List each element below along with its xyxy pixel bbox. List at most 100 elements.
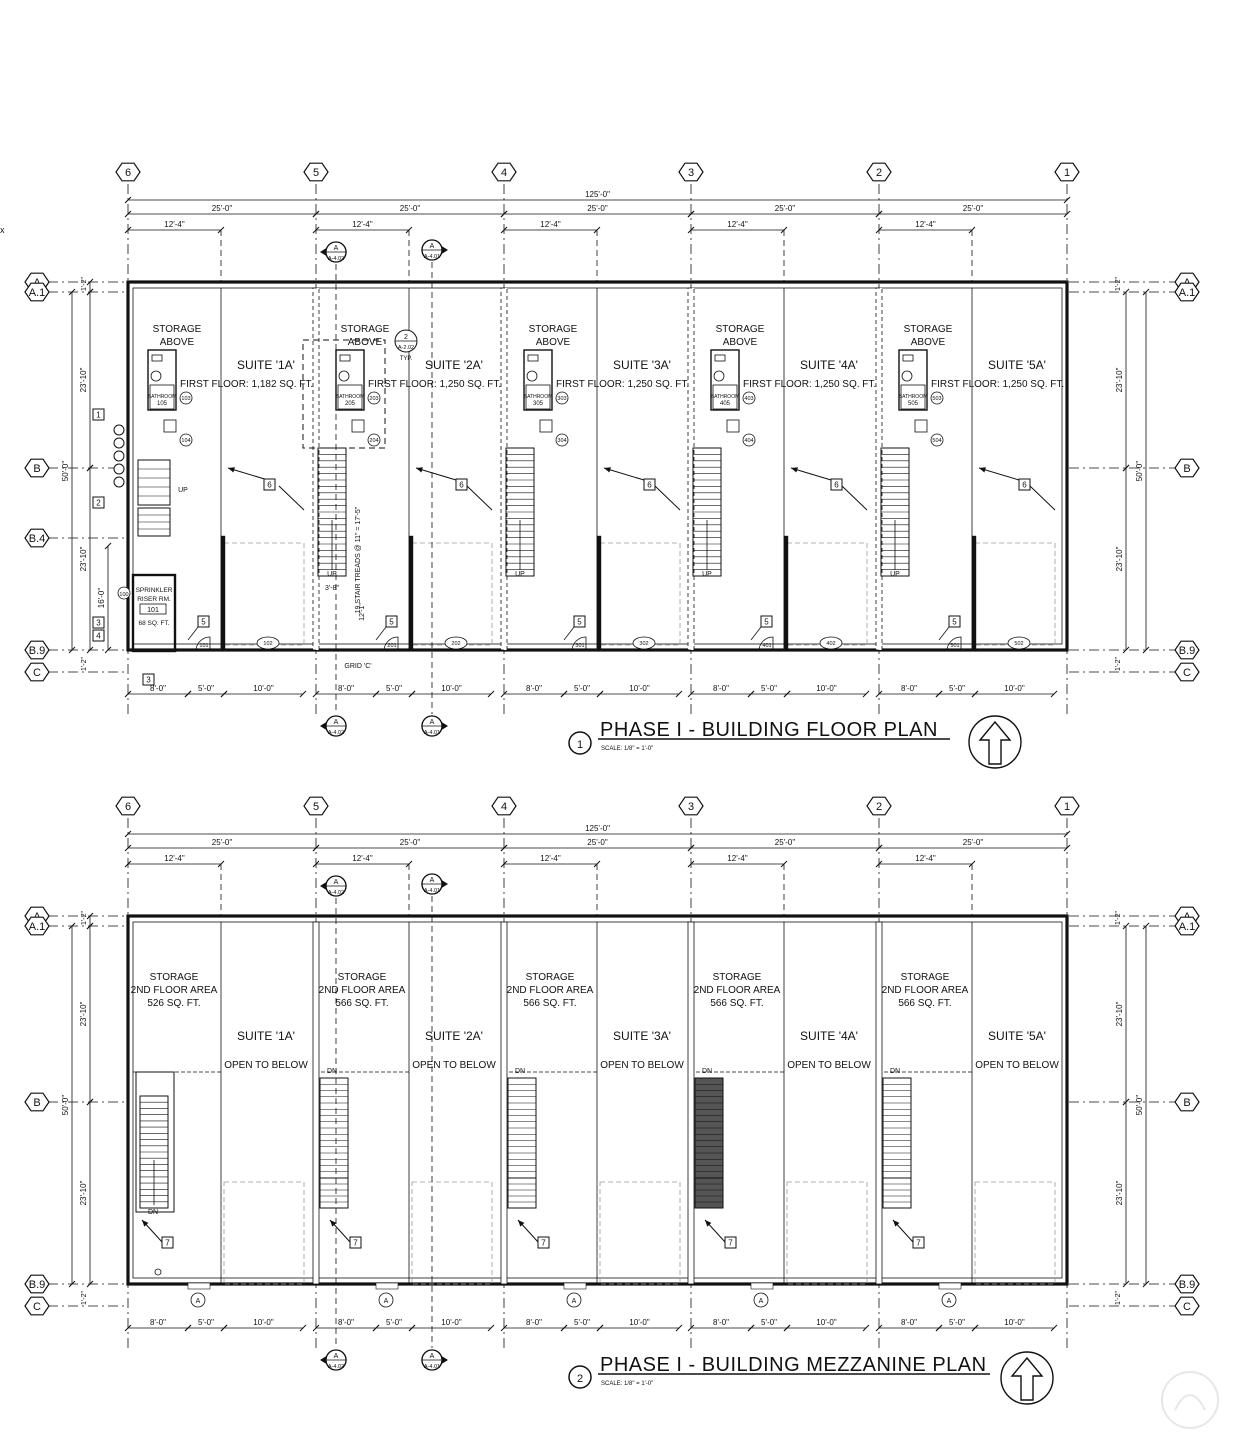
service-zone	[974, 542, 1056, 646]
door-tag	[1007, 636, 1031, 650]
grid-bubble: 1	[1054, 796, 1080, 816]
dim-tick	[68, 922, 76, 930]
grid-bubble: 3	[678, 162, 704, 182]
stray-mark: x	[0, 225, 5, 235]
grid-bubble: 1	[1054, 162, 1080, 182]
bathroom-number: 205	[345, 401, 356, 407]
grid-bubble-label: 3	[688, 167, 694, 179]
dimension-line: 125'-0"	[124, 824, 1071, 838]
bollard-icon	[113, 450, 125, 462]
grid-bubble-icon	[1174, 916, 1200, 936]
section-sheet: A-4.02	[328, 256, 344, 262]
keynote-tag: 6	[643, 478, 656, 491]
dimension-line: 5'-0"	[560, 684, 604, 698]
dim-tick	[500, 860, 508, 868]
plan-title: PHASE I - BUILDING MEZZANINE PLAN	[600, 1354, 987, 1376]
grid-bubble-icon	[1174, 282, 1200, 302]
grid-bubble: C	[1174, 1296, 1200, 1316]
dim-tick	[971, 690, 979, 698]
service-zone	[786, 1181, 868, 1285]
suite-name: SUITE '5A'	[988, 1029, 1046, 1043]
stair-enclosure	[135, 1071, 175, 1213]
dim-tick	[1122, 922, 1130, 930]
dimension-line: 25'-0"	[124, 838, 320, 852]
dim-label: 23'-10"	[79, 1001, 88, 1026]
dim-tick	[312, 690, 320, 698]
grid-bubble-icon	[115, 162, 141, 182]
stair-up-label: UP	[515, 571, 525, 578]
dim-tick	[560, 690, 568, 698]
dimension-line: 23'-10"	[1115, 922, 1130, 1106]
dimension-line: 5'-0"	[372, 684, 416, 698]
leader-line	[375, 626, 387, 641]
keynote-tag: 5	[385, 615, 398, 628]
dim-tick	[687, 1324, 695, 1332]
keynote-tag: 4	[92, 629, 105, 642]
stair-down-label: DN	[515, 1068, 525, 1075]
dimension-line: 25'-0"	[500, 838, 695, 852]
room-tag	[367, 433, 381, 447]
dim-label: 12'-4"	[540, 854, 561, 863]
suite-name: SUITE '4A'	[800, 1029, 858, 1043]
demising-wall	[312, 287, 320, 651]
keynote-label: 6	[834, 481, 839, 490]
dimension-line: 16'-0"	[97, 542, 112, 654]
keynote-tag: 5	[760, 615, 773, 628]
detail-boundary	[302, 339, 386, 449]
suite-area: FIRST FLOOR: 1,250 SQ. FT.	[931, 379, 1064, 390]
sink-icon	[527, 354, 539, 362]
dimension-line: 23'-10"	[1115, 1098, 1130, 1288]
room-tag	[930, 433, 944, 447]
dim-label: 10'-0"	[816, 1318, 837, 1327]
grid-bubble-label: 6	[125, 801, 131, 813]
room-tag-label: 403	[744, 396, 753, 402]
dimension-line: 23'-10"	[79, 464, 94, 654]
dim-label: 23'-10"	[79, 546, 88, 571]
grid-bubble-icon	[1054, 796, 1080, 816]
dim-tick	[560, 1324, 568, 1332]
room-tag	[117, 586, 131, 600]
dimension-line: 12'-4"	[500, 220, 601, 234]
dim-tick	[935, 690, 943, 698]
demising-wall	[687, 921, 695, 1285]
dim-label: 12'-4"	[727, 854, 748, 863]
toilet-icon	[901, 370, 913, 382]
door-frame	[375, 1282, 399, 1290]
grid-bubble-icon	[24, 528, 50, 548]
leader-arrow-icon	[228, 467, 235, 473]
dim-tick	[1142, 1280, 1150, 1288]
keynote-box	[92, 496, 105, 509]
dim-label: 12'-4"	[352, 854, 373, 863]
door-frame	[938, 1282, 962, 1290]
dim-tick	[86, 646, 94, 654]
dim-tick	[687, 210, 695, 218]
plan-number: 2	[577, 1373, 583, 1385]
bathroom-number: 405	[720, 401, 731, 407]
bathroom-fixture	[900, 384, 926, 410]
dim-label: 8'-0"	[713, 1318, 729, 1327]
room-tag-label: 103	[181, 396, 190, 402]
storage-label: STORAGE	[153, 324, 202, 335]
door-tag	[378, 1292, 394, 1308]
dim-tick	[408, 690, 416, 698]
grid-bubble-label: B.9	[1179, 1279, 1196, 1291]
dim-label: 12'-4"	[164, 854, 185, 863]
dim-label: 25'-0"	[587, 204, 608, 213]
storage-label: ABOVE	[911, 337, 946, 348]
grid-bubble: 2	[866, 796, 892, 816]
grid-bubble-icon	[24, 458, 50, 478]
grid-bubble: B	[24, 1092, 50, 1112]
water-heater-icon	[539, 419, 553, 433]
door-tag-label: 102	[263, 641, 272, 647]
door-tag-label: 502	[1014, 641, 1023, 647]
dim-tick	[220, 690, 228, 698]
grid-bubble-icon	[115, 796, 141, 816]
keynote-box	[197, 615, 210, 628]
section-marker-icon: AA-4.01	[421, 715, 448, 737]
grid-bubble-icon	[866, 162, 892, 182]
room-number: 101	[147, 607, 159, 614]
leader-arrow-icon	[604, 467, 611, 473]
keynote-label: 5	[577, 618, 582, 627]
